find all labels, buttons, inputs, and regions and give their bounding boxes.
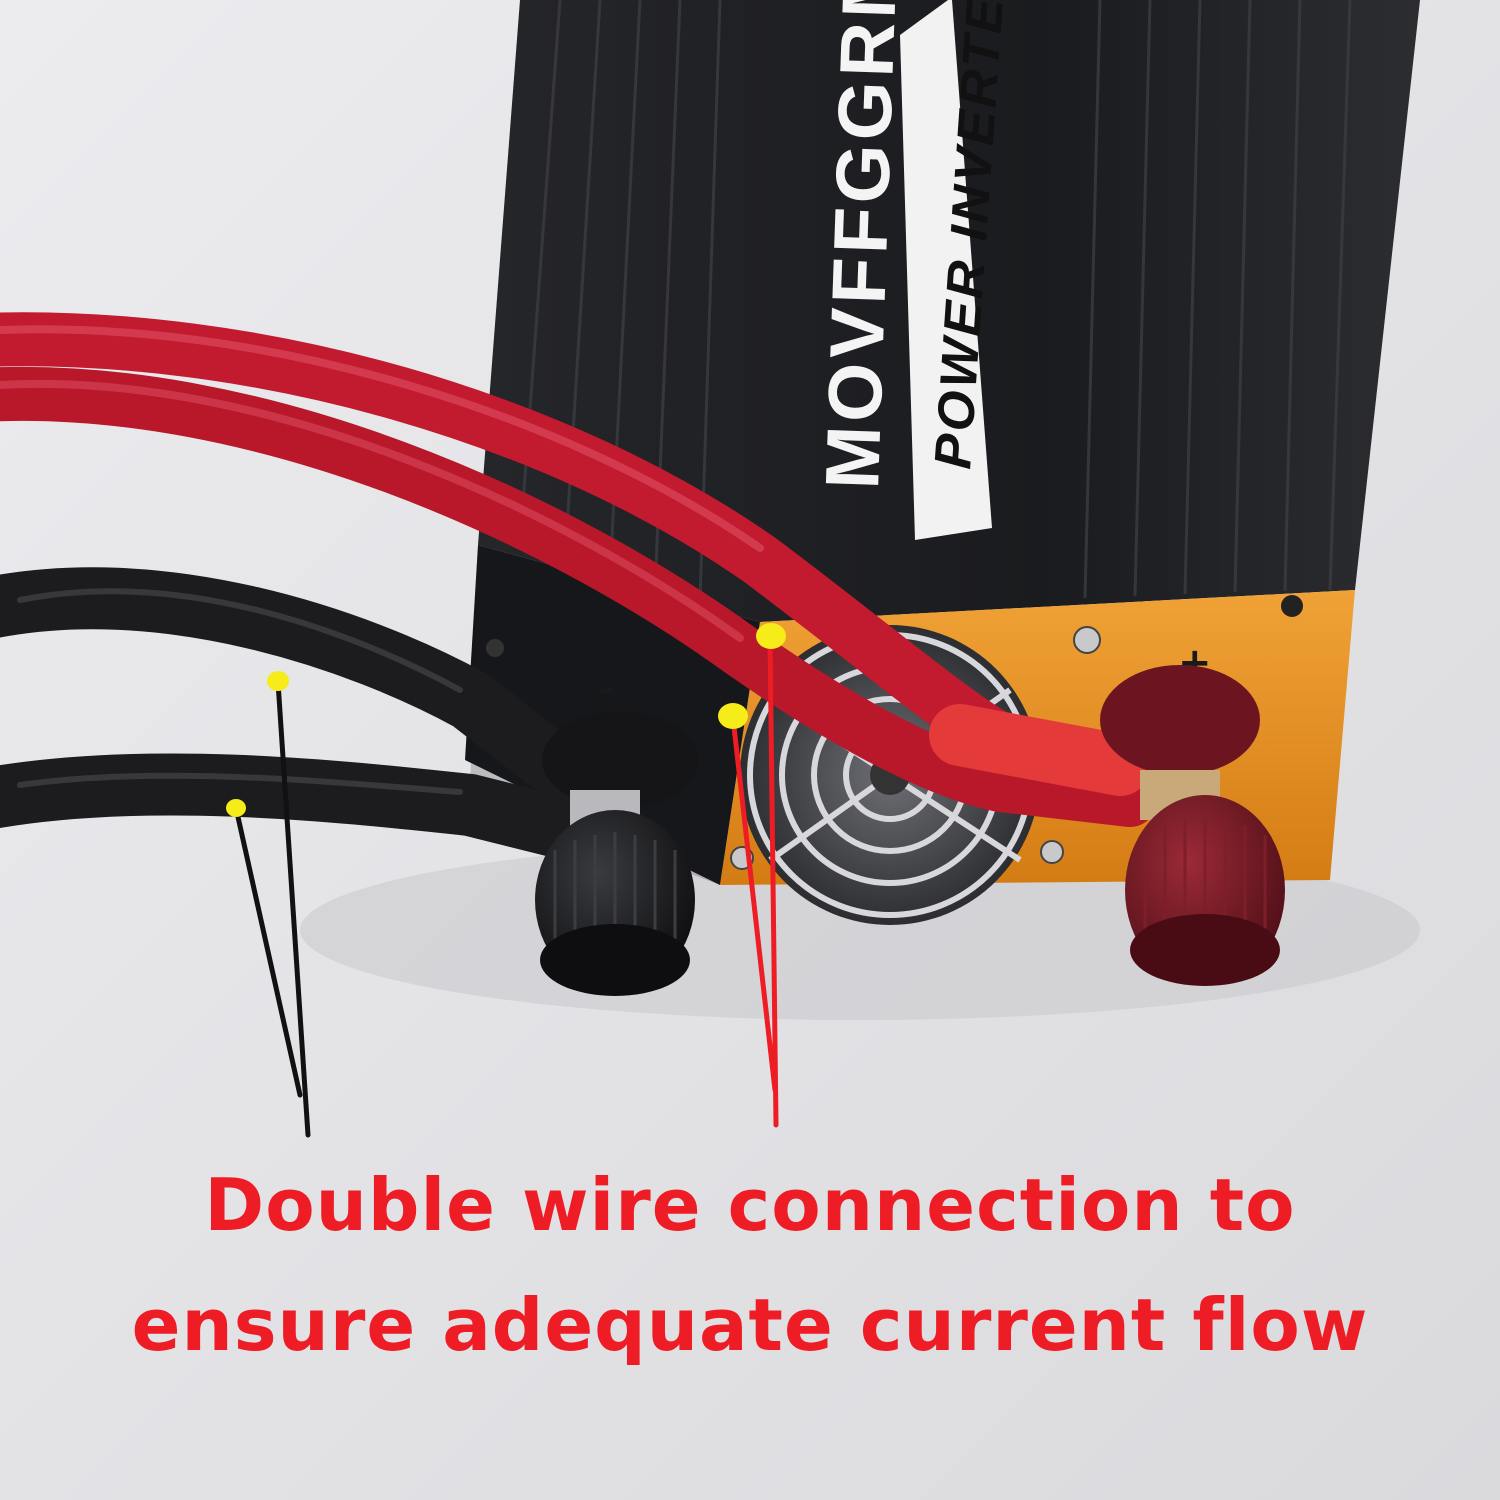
caption-line-2: ensure adequate current flow <box>131 1283 1369 1367</box>
brand-text: MOVFFGGRM <box>810 0 914 491</box>
red-cable-upper <box>0 312 1147 797</box>
negative-symbol: - <box>598 666 615 712</box>
caption-line-1: Double wire connection to <box>204 1163 1296 1247</box>
pointer-line-black-2 <box>233 805 303 1098</box>
pointer-line-red-2 <box>730 715 778 1093</box>
marker-dot-red-cable-2 <box>718 703 748 729</box>
plate-screw-top <box>1073 626 1101 654</box>
marker-dot-black-cable-1 <box>267 671 289 691</box>
label-banner <box>900 0 992 540</box>
marker-dot-black-cable-2 <box>226 799 246 817</box>
black-cable-upper <box>0 567 591 801</box>
black-cable-lower <box>0 753 601 861</box>
black-cables <box>0 567 601 861</box>
red-cable-lower <box>0 366 1157 827</box>
pointer-line-red-1 <box>767 634 779 1128</box>
marker-dot-red-cable-1 <box>756 623 786 649</box>
pointer-line-black-1 <box>275 679 311 1138</box>
annotation-pointers <box>233 634 779 1138</box>
marker-dots <box>226 623 786 817</box>
housing-screw <box>486 639 504 657</box>
plate-screw-top-right <box>1281 595 1303 617</box>
red-heat-shrink <box>929 704 1151 796</box>
positive-terminal <box>1100 665 1285 986</box>
red-cables <box>0 312 1157 827</box>
negative-terminal <box>535 712 698 996</box>
plate-screw-bottom <box>1040 840 1064 864</box>
